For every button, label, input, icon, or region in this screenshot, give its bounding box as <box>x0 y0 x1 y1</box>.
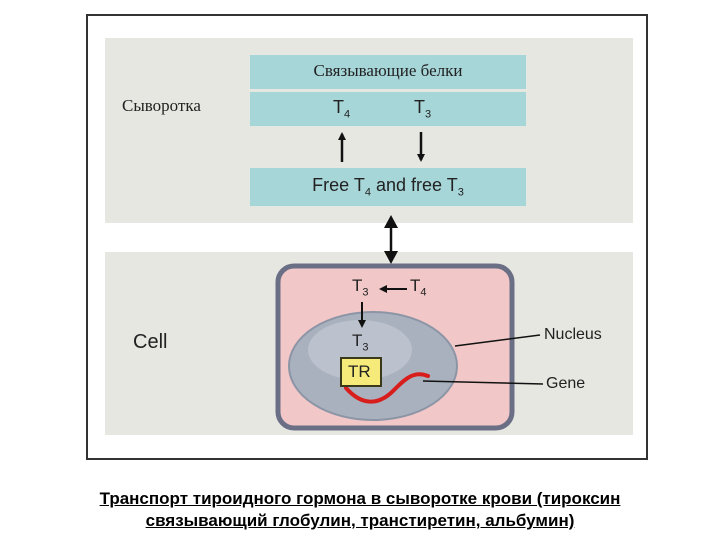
gene-leader <box>422 380 544 385</box>
free-hormones-box: Free T4 and free T3 <box>250 168 526 206</box>
bound-hormones-box: T4 T3 <box>250 92 526 126</box>
nucleus-label: Nucleus <box>544 326 602 343</box>
bound-t4-label: T4 <box>333 97 351 121</box>
gene-strand <box>344 372 430 404</box>
gene-label: Gene <box>546 375 586 392</box>
cell-t4-label: T4 <box>410 276 427 299</box>
figure-caption: Транспорт тироидного гормона в сыворотке… <box>20 488 700 532</box>
binding-proteins-label: Связывающие белки <box>313 61 463 80</box>
free-hormones-label: Free T4 and free T3 <box>312 175 464 199</box>
nucleus-t3-label: T3 <box>352 331 369 354</box>
caption-line-2: связывающий глобулин, транстиретин, альб… <box>145 511 575 530</box>
serum-label: Сыворотка <box>122 96 201 115</box>
bound-t3-label: T3 <box>414 97 432 121</box>
cell-label: Cell <box>133 331 168 353</box>
cell-t3-label: T3 <box>352 276 369 299</box>
thyroid-receptor: TR <box>340 357 382 387</box>
binding-proteins-box: Связывающие белки <box>250 55 526 89</box>
nucleus-leader <box>454 334 541 347</box>
caption-line-1: Транспорт тироидного гормона в сыворотке… <box>99 489 621 508</box>
tr-label: TR <box>348 362 371 381</box>
